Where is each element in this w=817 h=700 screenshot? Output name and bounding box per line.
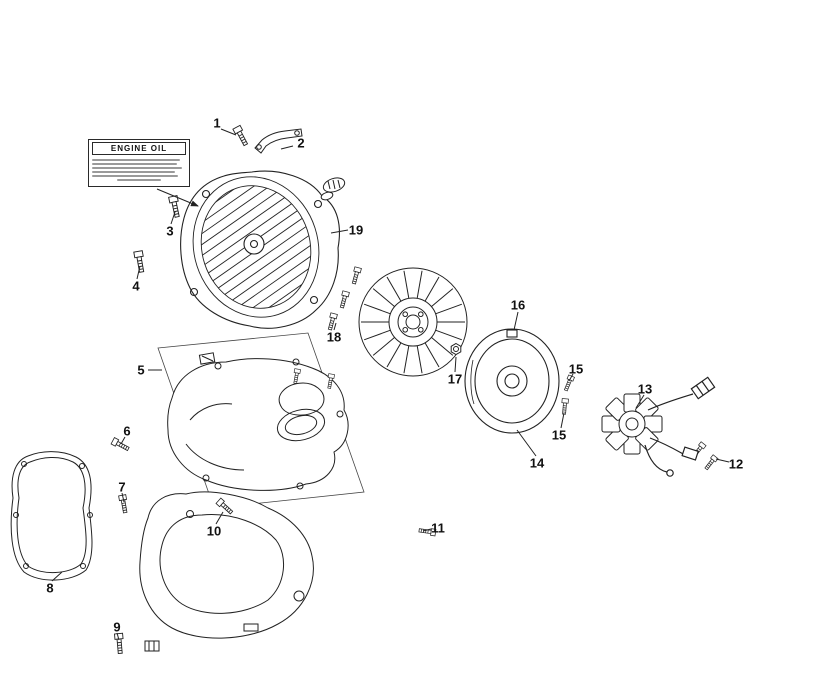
- wire-harness: [644, 376, 716, 477]
- callout-9: 9: [113, 619, 121, 635]
- screw-18a: [350, 266, 362, 285]
- screw-3: [168, 195, 182, 219]
- fine-print-line: [92, 163, 177, 165]
- callout-12: 12: [728, 456, 744, 472]
- screw-6: [110, 437, 131, 453]
- part-fan-wheel: [358, 267, 468, 377]
- engine-oil-title: ENGINE OIL: [92, 142, 186, 155]
- callout-13: 13: [637, 381, 653, 397]
- part-flywheel-rotor: [464, 328, 560, 434]
- oil-cap: [320, 177, 346, 201]
- screw-18c: [326, 312, 338, 331]
- screw-12b: [703, 454, 719, 472]
- label-pointer-arrow: [156, 188, 199, 207]
- callout-3: 3: [166, 223, 174, 239]
- callout-8: 8: [46, 580, 54, 596]
- callout-19: 19: [348, 222, 364, 238]
- callout-15-upper: 15: [568, 361, 584, 377]
- fine-print-line: [92, 175, 179, 177]
- part-stator: [601, 393, 663, 455]
- callout-14: 14: [529, 455, 545, 471]
- screw-18b: [338, 290, 350, 309]
- callout-10: 10: [206, 523, 222, 539]
- screw-7: [118, 494, 130, 514]
- fine-print-line: [92, 159, 181, 161]
- leader-lines: [51, 128, 730, 641]
- screw-15b: [560, 398, 569, 415]
- callout-18: 18: [326, 329, 342, 345]
- part-upper-shroud: [167, 352, 349, 491]
- callout-16: 16: [510, 297, 526, 313]
- screw-1: [232, 124, 250, 148]
- part-fan-cover: [180, 170, 340, 329]
- part-gasket: [10, 451, 93, 581]
- screw-15a: [562, 374, 575, 392]
- callout-7: 7: [118, 479, 126, 495]
- callout-1: 1: [213, 115, 221, 131]
- callout-15-lower: 15: [551, 427, 567, 443]
- callout-17: 17: [447, 371, 463, 387]
- callout-5: 5: [137, 362, 145, 378]
- clip-part: [144, 640, 160, 652]
- part-nut: [450, 342, 462, 356]
- fine-print-line: [92, 171, 175, 173]
- part-bracket: [254, 128, 303, 154]
- engine-oil-label-box: ENGINE OIL: [88, 139, 190, 187]
- callout-11: 11: [431, 520, 445, 536]
- part-lower-shroud: [139, 491, 314, 639]
- callout-2: 2: [297, 135, 305, 151]
- callout-6: 6: [123, 423, 131, 439]
- screw-4: [133, 250, 147, 274]
- fine-print-line: [117, 179, 161, 181]
- fine-print-line: [92, 167, 183, 169]
- screw-9: [114, 632, 125, 655]
- callout-4: 4: [132, 278, 140, 294]
